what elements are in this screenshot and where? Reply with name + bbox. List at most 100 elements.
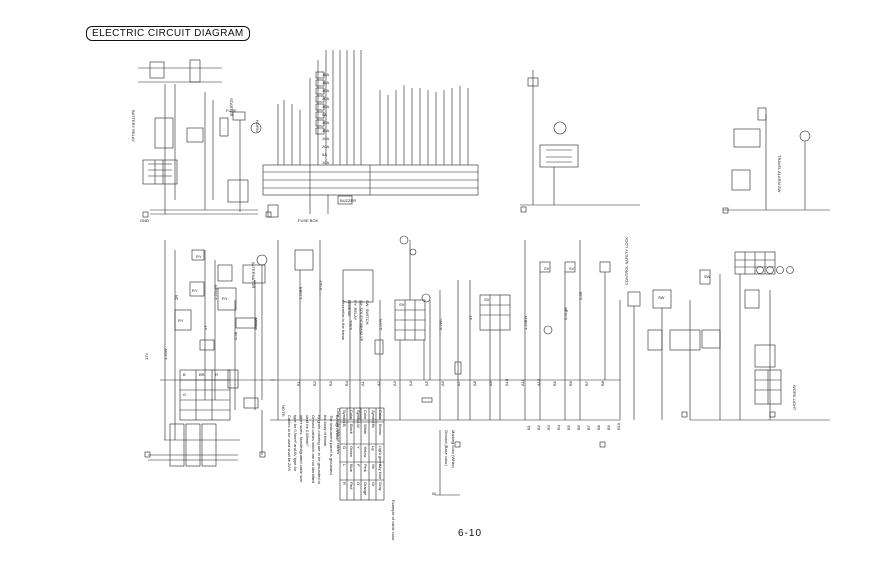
color-table-cell: O: [356, 482, 361, 485]
fuse-rating-label: 10A: [322, 88, 329, 93]
note-line-14: SW: SWITCH: [365, 300, 370, 324]
connector-id-label: B8: [600, 380, 605, 386]
fuse-rating-label: 15A: [322, 80, 329, 85]
switch-r-label: R: [215, 372, 218, 377]
connector-id-label: A8: [472, 380, 477, 386]
connector-id-label: A9: [488, 380, 493, 386]
note-line-7: the body of frame.: [323, 415, 328, 447]
fuse-rating-label: 5A: [322, 152, 327, 157]
controller-block: [262, 50, 479, 218]
color-table-cell: Y: [356, 446, 361, 449]
wire-code-label: 5Y: [203, 325, 208, 330]
note-line-4: shall be 0.85mm².: [305, 415, 310, 447]
ground-label: GND: [140, 218, 149, 223]
color-table-cell: Sky blue: [378, 464, 383, 480]
switch-g-label: G: [183, 392, 186, 397]
voltage-label: 12V: [144, 353, 149, 360]
bus-label: B2: [536, 424, 541, 430]
battery-starter-block: [138, 59, 262, 215]
connector-id-label: A1: [360, 380, 365, 386]
connector-id-label: A4: [408, 380, 413, 386]
color-table-header: Color: [363, 410, 368, 420]
note-line-1: Cables to be used shall be AVS: [287, 415, 292, 471]
safety-lock-label: CONTROL SAFETY LOCK: [624, 237, 629, 285]
cable-marking-label: Marking color (White): [451, 430, 456, 469]
wire-code-label: 3Y: [468, 315, 473, 320]
color-table-cell: Pink: [363, 464, 368, 472]
color-table-header: Symbol: [342, 410, 347, 423]
fuse-rating-label: 5A: [322, 112, 327, 117]
relay-label: RY: [178, 318, 184, 323]
color-table-cell: Red: [349, 482, 354, 489]
note-line-10: Assemble to the frame.: [341, 300, 346, 341]
color-table-cell: Orange: [363, 482, 368, 496]
relay-label: RY: [192, 288, 198, 293]
note-line-6: by grain-coloring are to be grounded to: [317, 415, 322, 485]
wire-code-labels: 1.25W2R5Y1.25LgR0.5B0.5GW1.25BR0.5LY0.85…: [163, 280, 583, 360]
connector-id-label: A7: [456, 380, 461, 386]
color-table-cell: W: [356, 424, 361, 428]
page-number: 6-10: [458, 528, 483, 539]
switch-br-label: BR: [199, 372, 205, 377]
fuse-rating-label: 15A: [322, 72, 329, 77]
bus-label: B9: [606, 424, 611, 430]
relay-label: SV: [569, 266, 575, 271]
work-light-label: WORK LIGHT: [792, 385, 797, 411]
color-table-cell: R: [342, 482, 347, 485]
bus-label: B6: [576, 424, 581, 430]
wire-code-label: 1.25LgR: [213, 285, 218, 300]
color-table-cell: Green: [349, 446, 354, 457]
note-line-5: Ground cables which are not identified: [311, 415, 316, 483]
cable-example-caption: Example of cable color: [391, 500, 396, 541]
bus-label: B8: [596, 424, 601, 430]
connector-id-label: A5: [424, 380, 429, 386]
fuse-rating-label: 10A: [322, 136, 329, 141]
notes-heading: NOTE:: [281, 405, 286, 417]
starter-label: STARTER: [229, 98, 234, 116]
bus-label: B5: [566, 424, 571, 430]
wire-code-label: 0.5GW: [253, 317, 258, 330]
color-table-cell: Light green: [378, 446, 383, 466]
color-table-header: Symbol: [371, 410, 376, 423]
wire-code-label: 1.25W: [163, 348, 168, 360]
bus-label: B4: [556, 424, 561, 430]
connector-id-label: A2: [376, 380, 381, 386]
note-line-9: through a bolt.: [335, 415, 340, 441]
color-table-cell: G: [342, 446, 347, 449]
fuse-rating-label: 15A: [322, 128, 329, 133]
right-top-block: [520, 70, 830, 211]
wire-code-label: 1.25BW: [523, 316, 528, 330]
wire-code-label: 0.5LgB: [563, 307, 568, 320]
fuse-rating-label: 20A: [322, 144, 329, 149]
fuse-box-label: FUSE BOX: [298, 218, 319, 223]
color-table-cell: White: [363, 424, 368, 435]
wire-code-label: 1.25BR: [298, 287, 303, 300]
connector-id-label: B7: [584, 380, 589, 386]
connector-id-label: A12: [536, 378, 541, 386]
wire-code-label: 2Y: [358, 325, 363, 330]
color-table-cell: Yellow: [363, 446, 368, 458]
color-table-header: Color: [378, 410, 383, 420]
relay-label: SV: [399, 302, 405, 307]
horn-label: HORN: [255, 120, 260, 132]
color-table-cell: Brown: [378, 424, 383, 435]
connector-id-label: B4: [344, 380, 349, 386]
connector-id-label: B1: [296, 380, 301, 386]
cable-example: Example of cable color Ground (Base colo…: [391, 430, 456, 541]
connector-id-label: A10: [504, 378, 509, 386]
fuse-label: FUSE: [226, 108, 237, 113]
note-line-8: The instrument panel is grounded: [329, 415, 334, 475]
bus-label: B7: [586, 424, 591, 430]
connector-id-label: B6: [568, 380, 573, 386]
diagram-title: ELECTRIC CIRCUIT DIAGRAM: [86, 26, 250, 41]
note-line-11: LEGEND: [347, 300, 352, 317]
alternator-label: ALTERNATOR: [251, 262, 256, 288]
cable-sample-code: W: [432, 491, 436, 496]
relay-label: SV: [484, 297, 490, 302]
fuse-rating-label: 10A: [322, 160, 329, 165]
